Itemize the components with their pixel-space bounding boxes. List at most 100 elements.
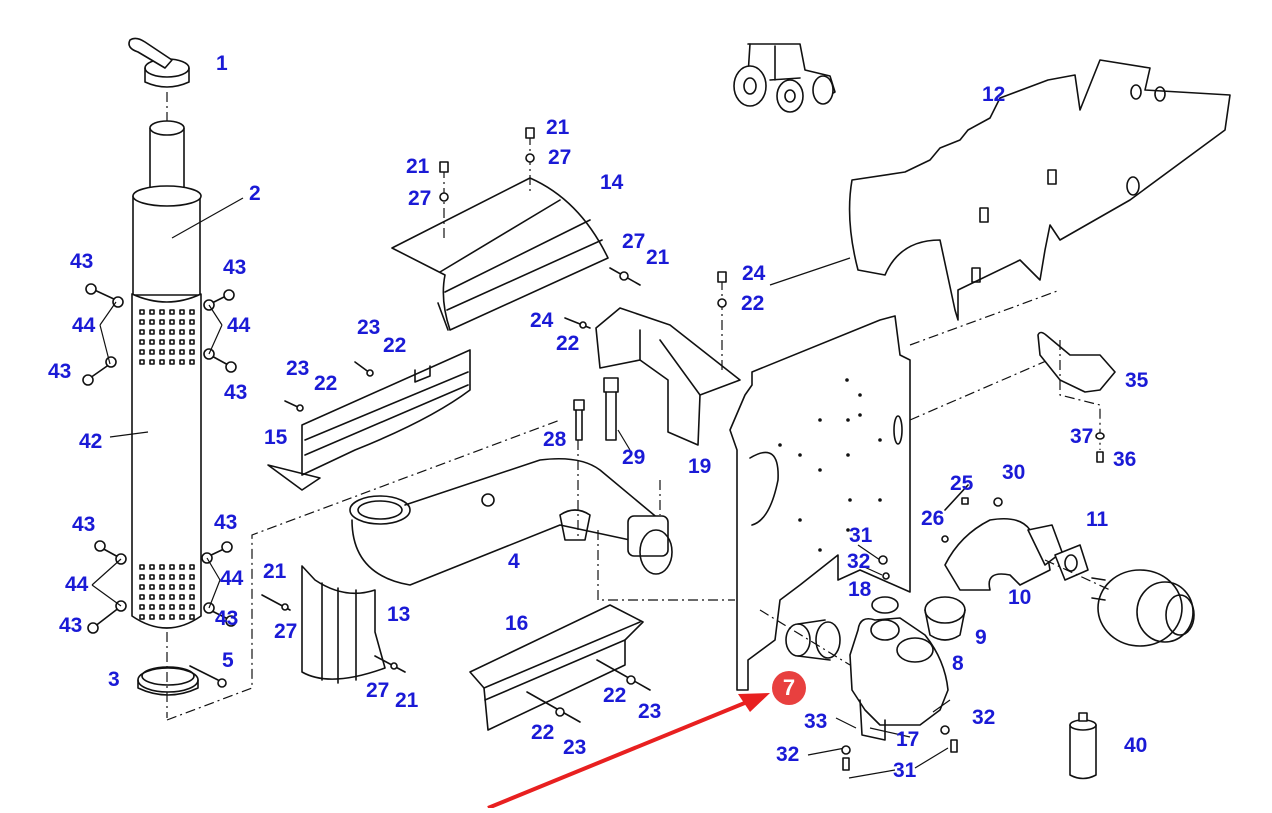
callout-44: 44 bbox=[227, 314, 251, 337]
perforation-hole bbox=[169, 359, 175, 365]
plate-hole bbox=[818, 418, 822, 422]
perforation-hole bbox=[189, 574, 195, 580]
callout-43: 43 bbox=[70, 250, 94, 273]
callout-32: 32 bbox=[847, 550, 871, 573]
callout-21: 21 bbox=[546, 116, 570, 139]
callout-44: 44 bbox=[220, 567, 244, 590]
tractor-icon bbox=[733, 43, 836, 113]
callout-27: 27 bbox=[408, 187, 432, 210]
callout-28: 28 bbox=[543, 428, 567, 451]
callout-30: 30 bbox=[1002, 461, 1026, 484]
perforation-hole bbox=[189, 309, 195, 315]
perforation-hole bbox=[169, 614, 175, 620]
perforation-hole bbox=[159, 594, 165, 600]
sleeve-part-7 bbox=[785, 619, 841, 661]
callout-5: 5 bbox=[222, 649, 234, 672]
perforation-hole bbox=[149, 564, 155, 570]
plate-hole bbox=[846, 418, 850, 422]
callout-43: 43 bbox=[215, 607, 239, 630]
perforation-hole bbox=[169, 339, 175, 345]
perforated-guard-part-42 bbox=[131, 293, 202, 629]
perforation-hole bbox=[159, 574, 165, 580]
callout-22: 22 bbox=[383, 334, 407, 357]
perforation-hole bbox=[179, 614, 185, 620]
perforation-hole bbox=[179, 604, 185, 610]
perforation-hole bbox=[139, 604, 145, 610]
filter-part-40 bbox=[1069, 712, 1097, 780]
perforation-hole bbox=[139, 309, 145, 315]
callout-17: 17 bbox=[896, 728, 920, 751]
perforation-hole bbox=[159, 309, 165, 315]
perforation-hole bbox=[179, 574, 185, 580]
perforation-hole bbox=[149, 309, 155, 315]
perforation-hole bbox=[169, 329, 175, 335]
turbocharger bbox=[1091, 569, 1195, 647]
perforation-hole bbox=[139, 359, 145, 365]
perforation-hole bbox=[159, 319, 165, 325]
heat-shield-part-13 bbox=[301, 565, 386, 684]
perforation-hole bbox=[159, 329, 165, 335]
perforation-hole bbox=[159, 359, 165, 365]
plate-hole bbox=[818, 548, 822, 552]
perforation-hole bbox=[139, 339, 145, 345]
heat-shield-part-14 bbox=[391, 177, 609, 331]
perforation-hole bbox=[159, 614, 165, 620]
callout-24: 24 bbox=[530, 309, 554, 332]
sleeve-part-9 bbox=[924, 596, 966, 641]
bracket-part-35 bbox=[1037, 331, 1116, 393]
callout-44: 44 bbox=[72, 314, 96, 337]
heat-shield-part-12 bbox=[848, 59, 1231, 321]
perforation-hole bbox=[139, 329, 145, 335]
perforation-hole bbox=[149, 594, 155, 600]
heat-shield-part-15 bbox=[267, 349, 471, 491]
perforation-hole bbox=[139, 584, 145, 590]
perforation-hole bbox=[189, 594, 195, 600]
perforation-hole bbox=[139, 564, 145, 570]
callout-1: 1 bbox=[216, 52, 228, 75]
bracket-part-19 bbox=[595, 307, 741, 446]
elbow-part-10 bbox=[944, 517, 1063, 591]
perforation-hole bbox=[149, 339, 155, 345]
perforation-hole bbox=[139, 349, 145, 355]
perforation-hole bbox=[149, 604, 155, 610]
perforation-hole bbox=[159, 564, 165, 570]
perforation-hole bbox=[189, 359, 195, 365]
callout-10: 10 bbox=[1008, 586, 1032, 609]
callout-18: 18 bbox=[848, 578, 872, 601]
callout-27: 27 bbox=[622, 230, 646, 253]
callout-22: 22 bbox=[314, 372, 338, 395]
callout-27: 27 bbox=[274, 620, 298, 643]
callout-35: 35 bbox=[1125, 369, 1149, 392]
perforation-hole bbox=[189, 564, 195, 570]
fasteners-43-44 bbox=[82, 197, 244, 634]
callout-43: 43 bbox=[214, 511, 238, 534]
panel-plate bbox=[729, 315, 911, 691]
callout-19: 19 bbox=[688, 455, 712, 478]
callout-43: 43 bbox=[59, 614, 83, 637]
plate-hole bbox=[818, 468, 822, 472]
perforation-hole bbox=[149, 319, 155, 325]
perforation-hole bbox=[189, 604, 195, 610]
callout-23: 23 bbox=[286, 357, 310, 380]
perforation-hole bbox=[179, 319, 185, 325]
highlight-badge-part-7[interactable]: 7 bbox=[772, 671, 806, 705]
perforation-hole bbox=[159, 339, 165, 345]
callout-23: 23 bbox=[357, 316, 381, 339]
highlight-arrow bbox=[487, 693, 770, 810]
callout-27: 27 bbox=[366, 679, 390, 702]
callout-2: 2 bbox=[249, 182, 261, 205]
callout-37: 37 bbox=[1070, 425, 1094, 448]
plate-hole bbox=[858, 393, 862, 397]
perforation-hole bbox=[169, 604, 175, 610]
perforation-hole bbox=[179, 594, 185, 600]
callout-3: 3 bbox=[108, 668, 120, 691]
perforation-hole bbox=[149, 584, 155, 590]
perforation-hole bbox=[189, 339, 195, 345]
perforation-hole bbox=[149, 614, 155, 620]
perforation-hole bbox=[179, 339, 185, 345]
callout-21: 21 bbox=[263, 560, 287, 583]
perforation-hole bbox=[189, 329, 195, 335]
perforation-hole bbox=[149, 349, 155, 355]
perforation-hole bbox=[179, 584, 185, 590]
